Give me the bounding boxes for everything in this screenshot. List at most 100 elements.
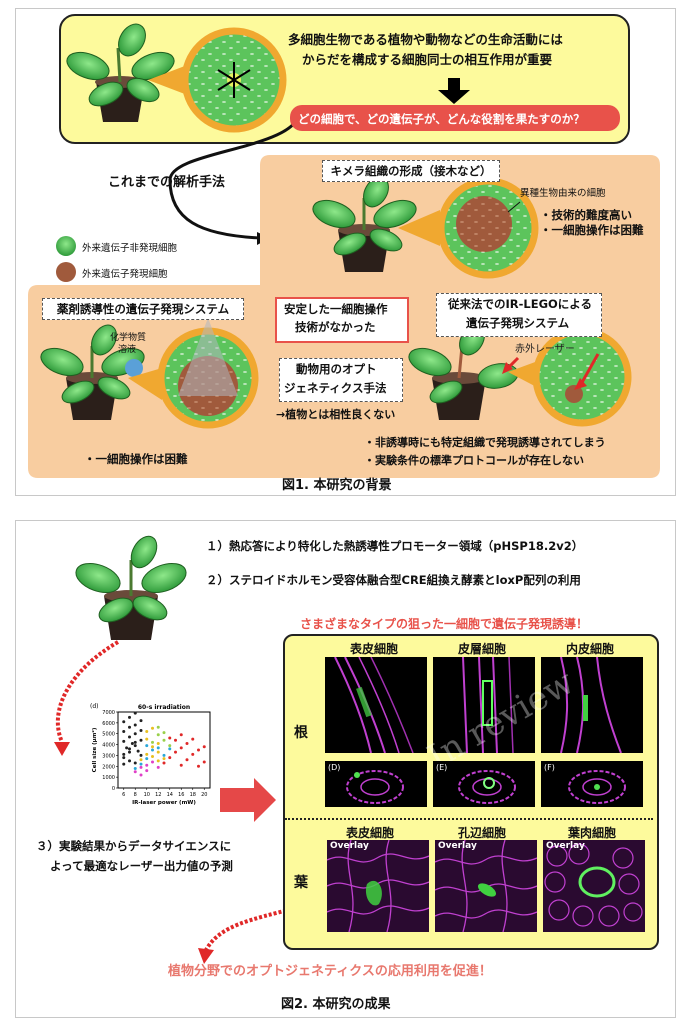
data-point [139, 719, 143, 723]
x-tick-label: 10 [144, 792, 150, 798]
data-point [122, 762, 126, 766]
question-text: どの細胞で、どの遺伝子が、どんな役割を果たすのか？ [298, 112, 585, 126]
x-tick-label: 6 [122, 792, 125, 798]
data-point [139, 728, 143, 732]
data-point [168, 747, 172, 751]
data-point [162, 738, 166, 742]
data-point [191, 752, 195, 756]
root-cross-f: (F) [541, 761, 643, 807]
root-col-2: 皮層細胞 [458, 642, 507, 656]
y-tick-label: 3000 [102, 753, 115, 759]
red-curve-arrow [55, 640, 120, 743]
chart-svg: 60-s irradiation(d)010002000300040005000… [88, 700, 218, 812]
stable-text-1: 安定した一細胞操作 [284, 302, 388, 316]
data-point [133, 711, 137, 715]
data-point [191, 737, 195, 741]
data-point [179, 733, 183, 737]
data-point [197, 764, 200, 768]
y-tick-label: 1000 [102, 775, 115, 781]
laser-arrow-icon [578, 353, 600, 387]
chemical-drop-icon [125, 359, 143, 377]
data-point [162, 761, 166, 765]
leaf-col-1: 表皮細胞 [346, 826, 395, 840]
data-point [197, 748, 200, 752]
data-point [133, 732, 137, 736]
data-point [122, 739, 126, 743]
intro-text-2: からだを構成する細胞同士の相互作用が重要 [302, 52, 553, 67]
green-cell-icon [56, 236, 76, 256]
data-point [139, 758, 143, 762]
root-label: 根 [294, 725, 308, 741]
chimera-plant-icon [312, 176, 417, 272]
data-point [145, 769, 149, 773]
question-banner [290, 105, 620, 131]
root-image-epidermis [325, 657, 427, 753]
data-point [136, 749, 140, 753]
opto-note: →植物とは相性良くない [276, 408, 396, 421]
opto-text-1: 動物用のオプト [296, 362, 377, 376]
data-point [145, 730, 149, 734]
data-point [151, 740, 154, 744]
flow-line [168, 109, 302, 240]
red-headline: さまざまなタイプの狙った一細胞で遺伝子発現誘導！ [300, 617, 589, 631]
x-tick-label: 18 [190, 792, 196, 798]
irlego-text-2: 遺伝子発現システム [466, 316, 570, 330]
drug-title: 薬剤誘導性の遺伝子発現システム [42, 298, 244, 320]
stable-box [275, 297, 409, 343]
y-tick-label: 4000 [102, 743, 115, 749]
data-point [156, 759, 160, 763]
chimera-bullet-2: ・一細胞操作は困難 [540, 223, 644, 237]
data-point [162, 731, 166, 735]
y-tick-label: 7000 [102, 710, 115, 716]
data-point [139, 762, 143, 766]
fig2-plant-icon [75, 535, 187, 640]
root-col-1: 表皮細胞 [350, 642, 399, 656]
plant-icon [66, 23, 175, 122]
y-axis-label: Cell size (μm²) [91, 727, 98, 772]
data-point [139, 738, 143, 742]
chimera-note: 異種生物由来の細胞 [520, 188, 606, 199]
data-point [151, 760, 154, 764]
fig2-graphics [54, 535, 297, 964]
root-cross-e: (E) [433, 761, 535, 807]
data-point [128, 747, 131, 751]
point-1: １）熱応答により特化した熱誘導性プロモーター領域（pHSP18.2v2） [206, 539, 584, 553]
root-image-endodermis [541, 657, 643, 753]
data-point [122, 752, 126, 756]
data-point [145, 757, 149, 761]
data-point [156, 733, 160, 737]
x-tick-label: 14 [167, 792, 173, 798]
point-2: ２）ステロイドホルモン受容体融合型CRE組換え酵素とloxP配列の利用 [206, 573, 581, 587]
stable-text-2: 技術がなかった [295, 320, 376, 334]
y-tick-label: 6000 [102, 721, 115, 727]
data-point [139, 765, 143, 769]
data-point [185, 741, 189, 745]
chart-title: 60-s irradiation [138, 704, 190, 711]
x-tick-label: 12 [155, 792, 161, 798]
x-tick-label: 16 [178, 792, 184, 798]
irlego-box [436, 293, 602, 337]
data-point [145, 752, 149, 756]
data-point [151, 726, 154, 730]
data-point [145, 744, 149, 748]
irlego-bullet-1: ・非誘導時にも特定組織で発現誘導されてしまう [364, 436, 606, 449]
drug-chemical-1: 化学物質 [110, 333, 147, 343]
y-tick-label: 5000 [102, 732, 115, 738]
data-point [130, 741, 134, 745]
data-point [179, 763, 183, 767]
data-point [133, 740, 137, 744]
data-point [145, 763, 149, 767]
figure-1-caption: 図1. 本研究の背景 [282, 478, 392, 493]
data-point [133, 723, 137, 727]
data-point [151, 745, 154, 749]
drug-plant-icon [40, 324, 145, 420]
data-point [174, 750, 177, 754]
point-3-line-2: よって最適なレーザー出力値の予測 [50, 859, 233, 873]
leaf-image-epidermis: Overlay [327, 840, 429, 932]
irlego-bullet-2: ・実験条件の標準プロトコールが存在しない [364, 454, 584, 467]
root-cross-d: (D) [325, 761, 427, 807]
data-point [128, 715, 131, 719]
data-point [122, 720, 126, 724]
leaf-label: 葉 [294, 875, 308, 891]
